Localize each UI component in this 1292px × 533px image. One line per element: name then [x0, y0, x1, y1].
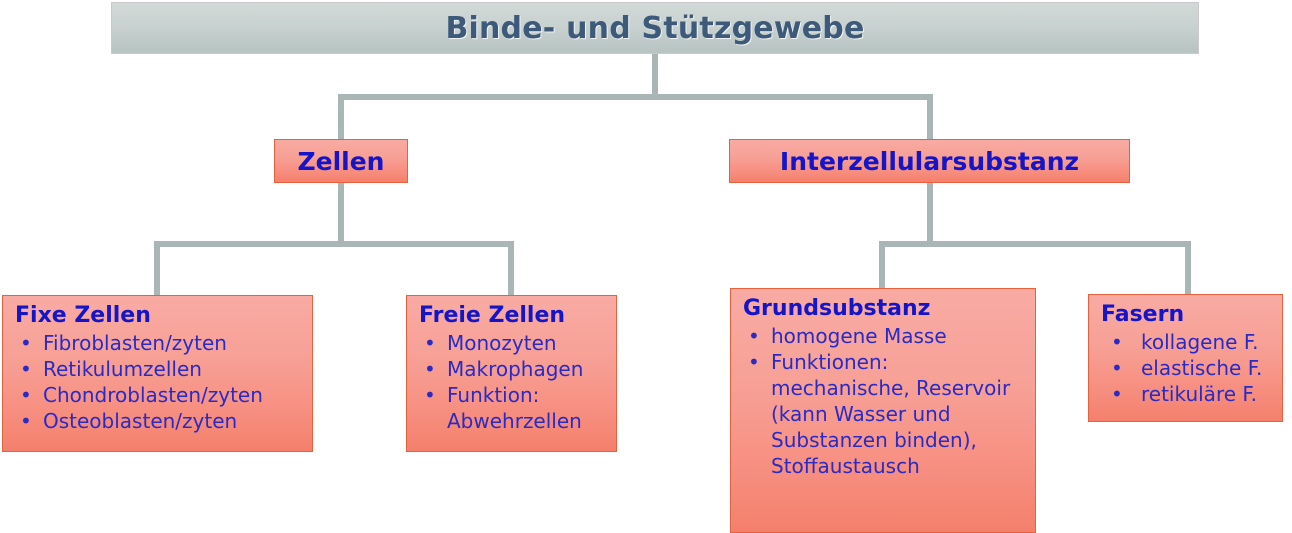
node-fixe-zellen-title: Fixe Zellen: [15, 303, 151, 328]
connector-to-fixe-zellen: [154, 241, 160, 297]
list-item-label: elastische F.: [1141, 355, 1263, 380]
list-item-label: Osteoblasten/zyten: [43, 408, 238, 433]
node-freie-zellen-list: • Monozyten • Makrophagen • Funktion: Ab…: [419, 330, 610, 434]
connector-to-fasern: [1185, 241, 1191, 296]
connector-zellen-bus: [154, 241, 514, 247]
list-item: • Monozyten: [419, 330, 610, 356]
bullet-icon: •: [20, 382, 32, 407]
bullet-icon: •: [20, 356, 32, 381]
list-item-label: Makrophagen: [447, 356, 584, 381]
list-item: • Chondroblasten/zyten: [15, 382, 306, 408]
list-item-label: Retikulumzellen: [43, 356, 202, 381]
bullet-icon: •: [20, 408, 32, 433]
list-item-label: Fibroblasten/zyten: [43, 330, 227, 355]
connector-to-grundsubstanz: [879, 241, 885, 293]
list-item: • Funktion: Abwehrzellen: [419, 382, 610, 434]
bullet-icon: •: [424, 356, 436, 381]
bullet-icon: •: [748, 349, 760, 374]
connector-to-freie-zellen: [508, 241, 514, 297]
list-item: • Osteoblasten/zyten: [15, 408, 306, 434]
node-interzellularsubstanz-label: Interzellularsubstanz: [779, 146, 1080, 176]
list-item-label: Funktionen: mechanische, Reservoir (kann…: [771, 349, 1011, 478]
node-grundsubstanz-title: Grundsubstanz: [743, 296, 931, 321]
node-interzellularsubstanz[interactable]: Interzellularsubstanz: [729, 139, 1130, 183]
node-fasern-list: • kollagene F. • elastische F. • retikul…: [1101, 329, 1276, 407]
connector-zellen-stem: [338, 183, 344, 243]
diagram-title-box: Binde- und Stützgewebe: [111, 2, 1199, 54]
bullet-icon: •: [748, 323, 760, 348]
list-item: • homogene Masse: [743, 323, 1029, 349]
bullet-icon: •: [424, 330, 436, 355]
list-item-label: Funktion: Abwehrzellen: [447, 382, 582, 433]
node-fixe-zellen-list: • Fibroblasten/zyten • Retikulumzellen •…: [15, 330, 306, 434]
connector-to-zellen: [338, 94, 344, 141]
node-grundsubstanz-list: • homogene Masse • Funktionen: mechanisc…: [743, 323, 1029, 479]
node-fasern-title: Fasern: [1101, 302, 1185, 327]
connector-root-stem: [652, 54, 658, 100]
node-grundsubstanz[interactable]: Grundsubstanz • homogene Masse • Funktio…: [730, 288, 1036, 533]
list-item-label: Chondroblasten/zyten: [43, 382, 263, 407]
bullet-icon: •: [20, 330, 32, 355]
node-fixe-zellen[interactable]: Fixe Zellen • Fibroblasten/zyten • Retik…: [2, 295, 313, 452]
list-item-label: Monozyten: [447, 330, 557, 355]
list-item: • retikuläre F.: [1101, 381, 1276, 407]
connector-level1-bus: [338, 94, 933, 100]
node-freie-zellen-title: Freie Zellen: [419, 303, 566, 328]
list-item: • elastische F.: [1101, 355, 1276, 381]
connector-interzellularsubstanz-stem: [927, 183, 933, 243]
node-fasern[interactable]: Fasern • kollagene F. • elastische F. • …: [1088, 294, 1283, 422]
node-zellen-label: Zellen: [297, 146, 385, 176]
page-title: Binde- und Stützgewebe: [445, 10, 865, 46]
bullet-icon: •: [1111, 381, 1123, 406]
bullet-icon: •: [1111, 355, 1123, 380]
list-item: • Makrophagen: [419, 356, 610, 382]
list-item: • Retikulumzellen: [15, 356, 306, 382]
list-item-label: kollagene F.: [1141, 329, 1259, 354]
node-freie-zellen[interactable]: Freie Zellen • Monozyten • Makrophagen •…: [406, 295, 617, 452]
connector-interzellularsubstanz-bus: [879, 241, 1191, 247]
list-item: • Funktionen: mechanische, Reservoir (ka…: [743, 349, 1029, 479]
list-item-label: retikuläre F.: [1141, 381, 1258, 406]
bullet-icon: •: [424, 382, 436, 407]
node-zellen[interactable]: Zellen: [274, 139, 408, 183]
connector-to-interzellularsubstanz: [927, 94, 933, 141]
list-item: • kollagene F.: [1101, 329, 1276, 355]
bullet-icon: •: [1111, 329, 1123, 354]
list-item: • Fibroblasten/zyten: [15, 330, 306, 356]
list-item-label: homogene Masse: [771, 323, 947, 348]
